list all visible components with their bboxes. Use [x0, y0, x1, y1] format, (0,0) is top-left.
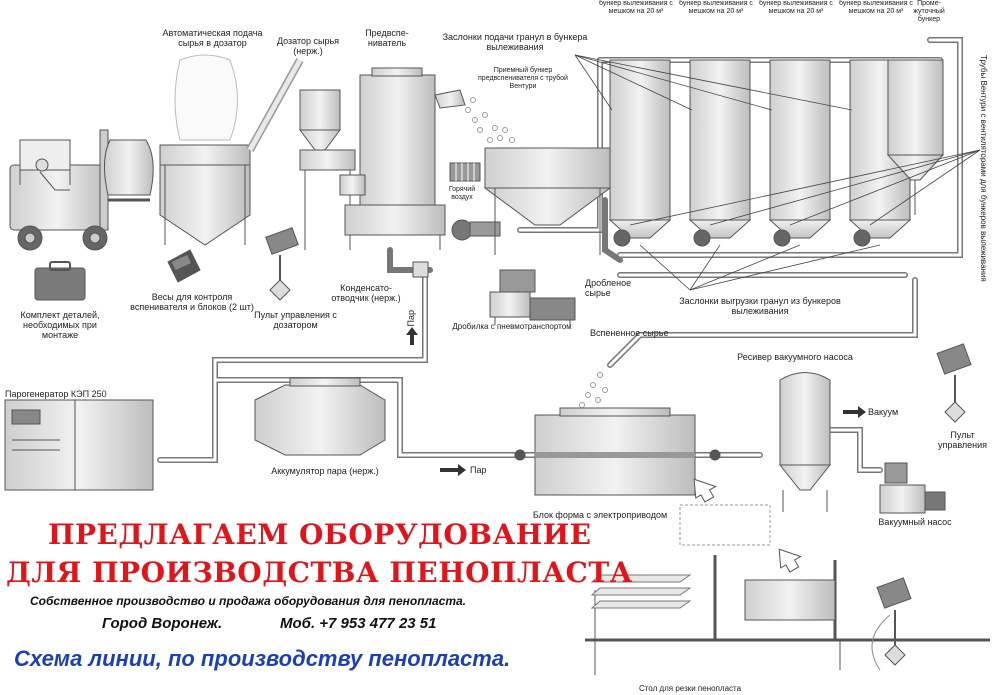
label-vacuum-pump: Вакуумный насос: [878, 517, 952, 527]
air-heater: [449, 162, 501, 241]
tagline: Собственное производство и продажа обору…: [30, 594, 467, 608]
label-pre-expander: Предвспе-ниватель: [365, 28, 409, 48]
label-crusher: Дробилка с пневмотранспортом: [452, 322, 572, 331]
steam-up-arrow-icon: [406, 327, 418, 345]
parts-kit-case: [34, 261, 86, 301]
feed-bag: [174, 54, 238, 141]
label-steam: Пар: [470, 465, 487, 475]
arrow-down-1: [693, 478, 717, 503]
foam-block: [679, 504, 771, 546]
label-intake-hopper: Приемный бункер предвспенивателя с трубо…: [478, 67, 568, 90]
wire-racks: [590, 574, 692, 609]
steam-arrow-icon: [440, 464, 466, 476]
label-bin-1: бункер вылеживания с мешком на 20 м³: [599, 0, 673, 15]
steam-generator: [4, 399, 154, 491]
headline-line-1: ПРЕДЛАГАЕМ ОБОРУДОВАНИЕ: [48, 518, 592, 551]
vacuum-pump: [879, 462, 946, 514]
condensate-trap: [412, 261, 429, 278]
label-receiver: Ресивер вакуумного насоса: [737, 352, 853, 362]
arrow-down-2: [778, 548, 802, 573]
vacuum-receiver: [778, 372, 832, 512]
label-doser: Дозатор сырья (нерж.): [276, 36, 340, 56]
valve-pointers: [574, 54, 981, 291]
label-intermediate-bin: Проме-жуточный бункер: [913, 0, 945, 23]
raw-material-bag: [104, 139, 154, 196]
cutting-table: [585, 555, 990, 675]
label-scales: Весы для контроля вспенивателя и блоков …: [130, 292, 254, 312]
cutting-table-control: [871, 577, 912, 671]
doser-control-panel: [265, 227, 299, 301]
granules: [465, 97, 515, 143]
phone: Моб. +7 953 477 23 51: [280, 615, 437, 632]
bin-fans: [613, 229, 871, 247]
label-venturi-pipes: Трубы Вентури с вентиляторами для бункер…: [979, 55, 988, 282]
label-accumulator: Аккумулятор пара (нерж.): [271, 466, 379, 476]
label-condensate: Конденсато-отводчик (нерж.): [331, 283, 401, 303]
label-auto-feed: Автоматическая подача сырья в дозатор: [162, 28, 263, 48]
block-form: [514, 407, 721, 496]
forklift: [9, 129, 150, 251]
intake-hopper: [483, 147, 612, 255]
vacuum-arrow-icon: [843, 406, 866, 418]
aging-bins: [609, 59, 945, 221]
label-control-doser: Пульт управления с дозатором: [254, 310, 337, 330]
label-granule-valves: Заслонки подачи гранул в бункера вылежив…: [442, 32, 588, 52]
label-steam-up: Пар: [406, 310, 416, 327]
city: Город Воронеж.: [102, 615, 223, 632]
label-steam-generator: Парогенератор КЭП 250: [5, 389, 107, 399]
scheme-title: Схема линии, по производству пенопласта.: [14, 646, 511, 671]
label-bin-3: бункер вылеживания с мешком на 20 м³: [759, 0, 833, 15]
doser-unit: [299, 89, 356, 250]
label-control-panel: Пульт управления: [937, 430, 988, 450]
scales-device: [167, 249, 201, 283]
label-bin-4: бункер вылеживания с мешком на 20 м³: [839, 0, 913, 15]
crusher: [489, 269, 576, 325]
label-vacuum: Вакуум: [868, 407, 899, 417]
feed-hopper: [159, 58, 304, 246]
label-expanded-raw: Вспененное сырье: [590, 328, 669, 338]
steam-accumulator: [254, 377, 386, 456]
label-block-form: Блок форма с электроприводом: [532, 510, 668, 520]
label-cutting-table: Стол для резки пенопласта: [638, 684, 742, 693]
label-parts-kit: Комплект деталей, необходимых при монтаж…: [20, 310, 100, 340]
control-panel-right: [936, 343, 972, 423]
label-unload-valves: Заслонки выгрузки гранул из бункеров выл…: [679, 296, 841, 316]
pre-expander: [339, 67, 466, 250]
expanded-granules: [579, 372, 608, 408]
label-bin-2: бункер вылеживания с мешком на 20 м³: [679, 0, 753, 15]
label-crushed-raw: Дробленое сырье: [585, 278, 632, 298]
headline-line-2: ДЛЯ ПРОИЗВОДСТВА ПЕНОПЛАСТА: [6, 556, 633, 589]
label-hot-air: Горячий воздух: [448, 186, 476, 201]
